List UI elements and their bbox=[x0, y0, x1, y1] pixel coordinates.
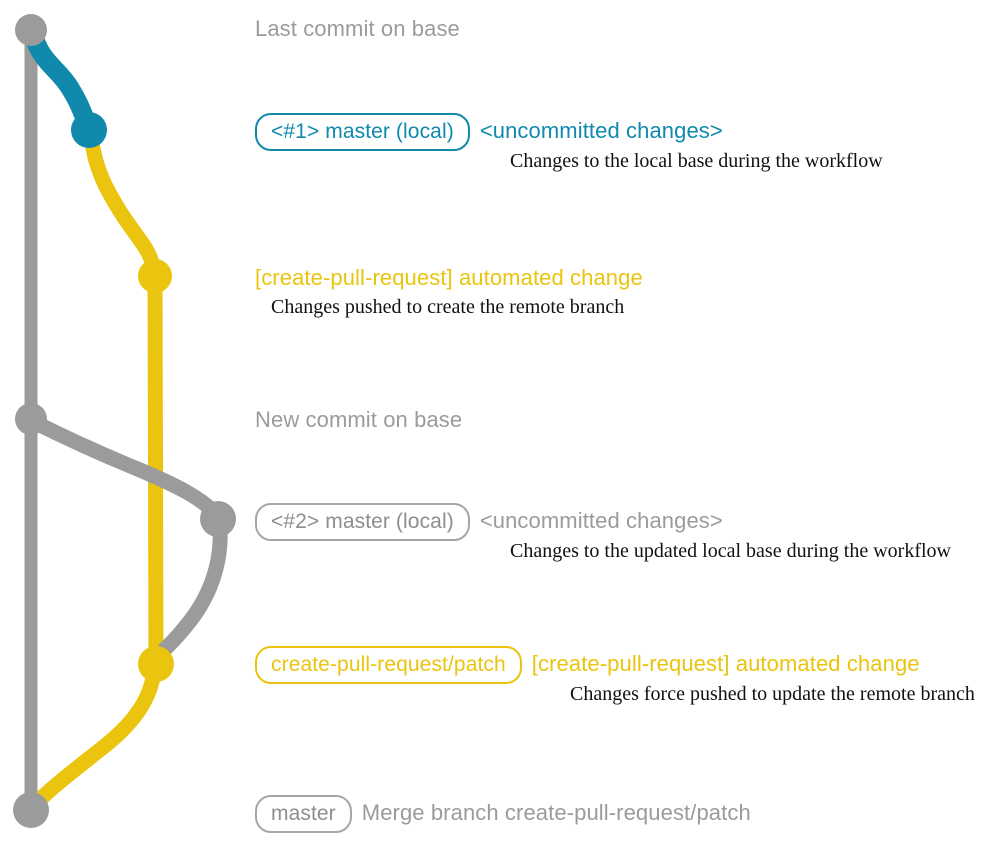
row-local-2: <#2> master (local) <uncommitted changes… bbox=[255, 503, 723, 541]
commit-headline: [create-pull-request] automated change bbox=[255, 265, 643, 290]
row-new-commit-on-base: New commit on base bbox=[255, 405, 462, 435]
row-last-commit-on-base: Last commit on base bbox=[255, 14, 460, 44]
branch-pill-local-1[interactable]: <#1> master (local) bbox=[255, 113, 470, 151]
branch-pill-master[interactable]: master bbox=[255, 795, 352, 833]
row-local-1: <#1> master (local) <uncommitted changes… bbox=[255, 113, 723, 151]
commit-headline: <uncommitted changes> bbox=[479, 508, 723, 533]
commit-headline: <uncommitted changes> bbox=[479, 118, 723, 143]
commit-headline: [create-pull-request] automated change bbox=[531, 651, 920, 676]
gold-branch-line-to-merge bbox=[26, 664, 162, 814]
commit-description: Changes to the local base during the wor… bbox=[510, 150, 883, 172]
branch-pill-create-pull-request-patch[interactable]: create-pull-request/patch bbox=[255, 646, 522, 684]
branch-pill-local-2[interactable]: <#2> master (local) bbox=[255, 503, 470, 541]
blue-branch-line bbox=[23, 23, 98, 136]
commit-node-local-commit-1[interactable] bbox=[71, 112, 107, 148]
commit-node-base-commit-1[interactable] bbox=[15, 14, 47, 46]
gold-branch-line-upper bbox=[83, 128, 162, 278]
commit-description: Changes to the updated local base during… bbox=[510, 540, 951, 562]
commit-node-bot-commit-2[interactable] bbox=[138, 646, 174, 682]
gray-branch-line-to-bot2 bbox=[149, 520, 228, 668]
gold-remote-branch-line bbox=[147, 268, 164, 672]
commit-headline: Last commit on base bbox=[255, 16, 460, 41]
row-automated-change-2: create-pull-request/patch [create-pull-r… bbox=[255, 646, 920, 684]
commit-node-local-commit-2[interactable] bbox=[200, 501, 236, 537]
commit-node-merge-commit[interactable] bbox=[13, 792, 49, 828]
commit-node-base-commit-2[interactable] bbox=[15, 403, 47, 435]
commit-headline: Merge branch create-pull-request/patch bbox=[361, 800, 751, 825]
commit-headline: New commit on base bbox=[255, 407, 463, 432]
row-merge: master Merge branch create-pull-request/… bbox=[255, 795, 751, 833]
row-automated-change-1: [create-pull-request] automated change bbox=[255, 263, 643, 293]
commit-description: Changes force pushed to update the remot… bbox=[570, 683, 975, 705]
commit-node-bot-commit-1[interactable] bbox=[138, 259, 172, 293]
commit-description: Changes pushed to create the remote bran… bbox=[271, 296, 625, 318]
gray-branch-line-to-local2 bbox=[26, 414, 222, 520]
